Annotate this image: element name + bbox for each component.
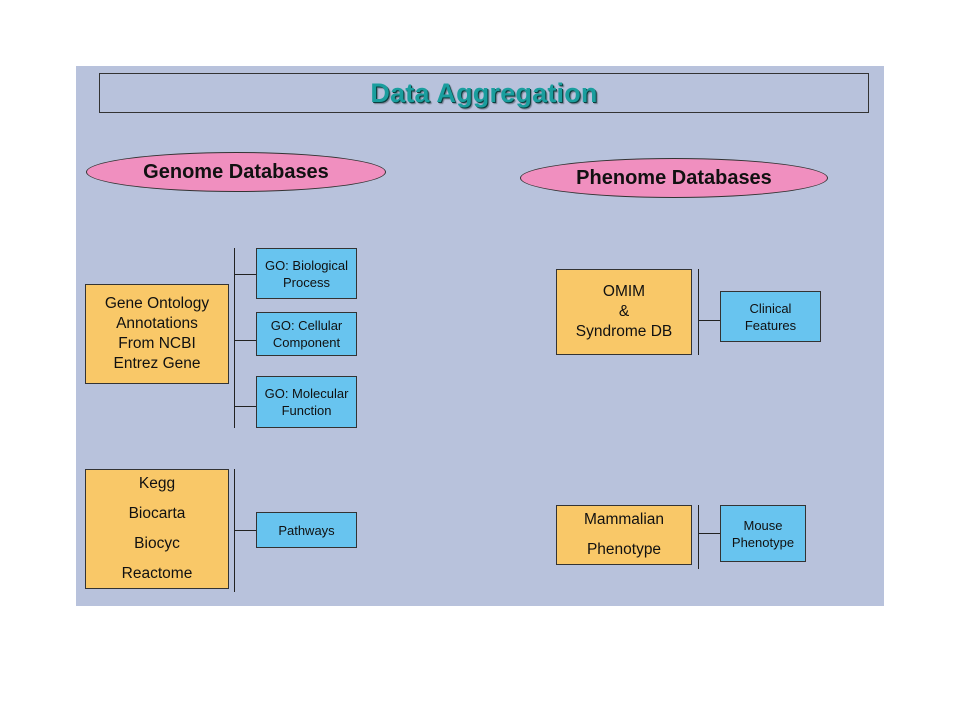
connector-line (234, 248, 235, 428)
connector-line (698, 269, 699, 355)
go-molecular-function-box: GO: Molecular Function (256, 376, 357, 428)
source-line: From NCBI (118, 335, 196, 352)
output-line: Function (281, 403, 332, 418)
output-line: GO: Molecular (264, 386, 349, 401)
source-line: Syndrome DB (575, 323, 673, 340)
page-title: Data Aggregation (370, 77, 598, 108)
output-line: Features (744, 317, 797, 333)
pathways-box: Pathways (256, 512, 357, 548)
mammalian-phenotype-source-box: Mammalian Phenotype (556, 505, 692, 565)
source-line: Annotations (116, 315, 198, 332)
source-line: Mammalian (583, 511, 665, 528)
mouse-phenotype-box: Mouse Phenotype (720, 505, 806, 562)
connector-line (234, 530, 256, 531)
source-line: Biocarta (128, 505, 186, 522)
go-biological-process-box: GO: Biological Process (256, 248, 357, 299)
connector-line (234, 340, 256, 341)
slide-background: Data Aggregation Genome Databases Phenom… (76, 66, 884, 606)
genome-databases-heading: Genome Databases (86, 152, 386, 192)
gene-ontology-source-box: Gene Ontology Annotations From NCBI Entr… (85, 284, 229, 384)
output-line: Component (272, 335, 341, 350)
source-line: Entrez Gene (113, 355, 201, 372)
output-line: GO: Biological (264, 257, 349, 273)
source-line: Biocyc (134, 535, 180, 552)
connector-line (698, 533, 720, 534)
source-line: & (618, 303, 630, 320)
source-line: OMIM (602, 283, 646, 300)
go-cellular-component-box: GO: Cellular Component (256, 312, 357, 356)
connector-line (234, 274, 256, 275)
output-line: Pathways (278, 522, 335, 538)
output-line: Clinical (749, 300, 792, 316)
output-line: Phenotype (731, 534, 795, 550)
output-line: Process (283, 274, 330, 290)
title-box: Data Aggregation (99, 73, 869, 113)
phenome-databases-heading: Phenome Databases (520, 158, 828, 198)
connector-line (698, 320, 720, 321)
clinical-features-box: Clinical Features (720, 291, 821, 342)
pathway-sources-box: Kegg Biocarta Biocyc Reactome (85, 469, 229, 589)
source-line: Phenotype (586, 541, 662, 558)
source-line: Kegg (138, 475, 176, 492)
output-line: GO: Cellular (270, 318, 343, 333)
source-line: Reactome (121, 565, 193, 582)
output-line: Mouse (743, 517, 783, 533)
connector-line (234, 406, 256, 407)
omim-source-box: OMIM & Syndrome DB (556, 269, 692, 355)
source-line: Gene Ontology (104, 295, 210, 312)
connector-line (698, 505, 699, 569)
